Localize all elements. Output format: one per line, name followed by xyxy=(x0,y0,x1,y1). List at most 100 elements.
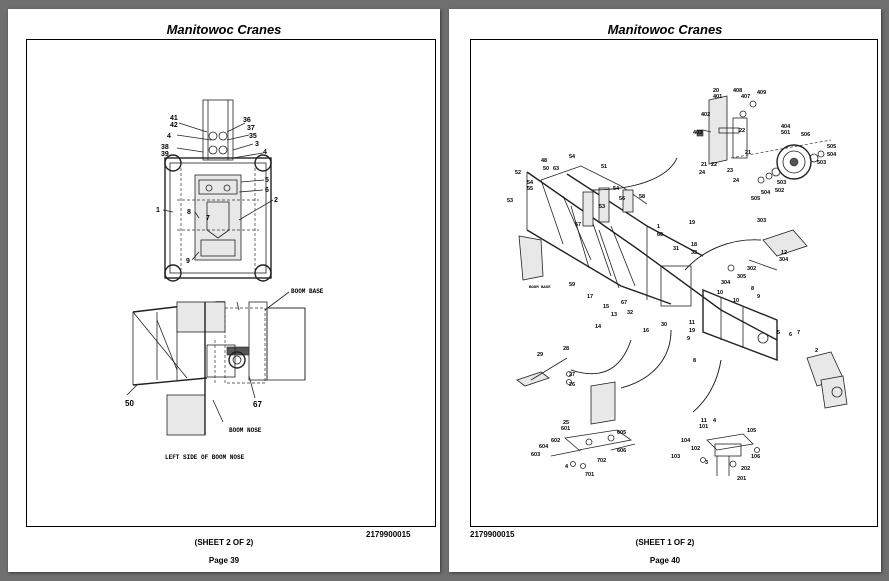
callout-label: 24 xyxy=(699,170,706,176)
callout-label: 24 xyxy=(733,178,740,184)
callout-label: 41 xyxy=(170,115,178,122)
callout-label: 48 xyxy=(541,158,547,164)
callout-label: 54 xyxy=(569,154,576,160)
callout-label: 12 xyxy=(781,250,787,256)
boom-base-tag: BOOM BASE xyxy=(529,286,551,290)
document-number: 2179900015 xyxy=(366,530,411,539)
callout-label: 606 xyxy=(617,448,626,454)
lower-subassemblies xyxy=(516,357,760,476)
document-number: 2179900015 xyxy=(470,530,515,539)
callout-label: 6 xyxy=(789,332,792,338)
callout-label: 35 xyxy=(249,133,257,140)
lower-left-callouts: 29 28 27 26 25 601 605 602 606 604 603 7… xyxy=(531,346,626,478)
callout-label: 101 xyxy=(699,424,708,430)
callout-label: 106 xyxy=(751,454,760,460)
callout-label: 9 xyxy=(186,258,190,265)
callout-label: 33 xyxy=(691,250,697,256)
diagram-frame: 20 401 408 407 409 402 22 403 22 21 21 2… xyxy=(470,39,878,527)
callout-label: 2 xyxy=(815,348,818,354)
callout-label: 701 xyxy=(585,472,594,478)
callout-label: 16 xyxy=(643,328,649,334)
callout-label: 9 xyxy=(687,336,690,342)
callout-label: 404 xyxy=(781,124,791,130)
callout-label: 305 xyxy=(737,274,746,280)
callout-label: 23 xyxy=(727,168,733,174)
callout-label: 29 xyxy=(537,352,543,358)
callout-label: 10 xyxy=(717,290,723,296)
assembly-arrows xyxy=(570,157,762,413)
callout-label: 603 xyxy=(531,452,540,458)
callout-label: 201 xyxy=(737,476,746,482)
callout-label: 13 xyxy=(611,312,617,318)
callout-label: 304 xyxy=(779,257,789,263)
callout-label: 31 xyxy=(673,246,679,252)
boom-top-view xyxy=(164,99,272,282)
callout-label: 15 xyxy=(603,304,609,310)
diagram-caption: LEFT SIDE OF BOOM NOSE xyxy=(165,454,245,461)
callout-label: 28 xyxy=(563,346,569,352)
callout-label: 407 xyxy=(741,94,750,100)
callout-label: 52 xyxy=(515,170,521,176)
document-page-right: Manitowoc Cranes xyxy=(449,9,881,572)
callout-label: 57 xyxy=(575,222,581,228)
boom-side-view xyxy=(126,291,306,436)
boom-truss xyxy=(518,165,848,409)
callout-label: 8 xyxy=(693,358,696,364)
callout-label: 408 xyxy=(733,88,742,94)
lower-right-callouts: 11 101 4 105 104 102 106 103 3 201 202 xyxy=(671,418,760,482)
callout-label: 202 xyxy=(741,466,750,472)
document-page-left: Manitowoc Cranes xyxy=(8,9,440,572)
callout-label: 702 xyxy=(597,458,606,464)
boom-base-label: BOOM BASE xyxy=(291,288,324,295)
callout-label: 1 xyxy=(657,224,660,230)
boom-nose-label: BOOM NOSE xyxy=(229,427,262,434)
callout-label: 67 xyxy=(621,300,627,306)
callout-label: 503 xyxy=(777,180,786,186)
callout-label: 5 xyxy=(777,330,780,336)
callout-label: 17 xyxy=(587,294,593,300)
callout-label: 304 xyxy=(721,280,731,286)
boom-callouts: 54 52 53 54 55 48 50 51 63 54 56 53 57 5… xyxy=(507,154,818,364)
callout-label: 403 xyxy=(693,130,702,136)
callout-label: 19 xyxy=(689,328,695,334)
callout-label: 26 xyxy=(569,382,575,388)
sheet-label: (SHEET 1 OF 2) xyxy=(635,538,695,547)
callout-label: 32 xyxy=(627,310,633,316)
callout-label: 14 xyxy=(595,324,602,330)
callout-label: 502 xyxy=(775,188,784,194)
callout-label: 21 xyxy=(745,150,751,156)
callout-label: 102 xyxy=(691,446,700,452)
callout-label: 50 xyxy=(125,399,134,408)
callout-label: 605 xyxy=(617,430,626,436)
callout-label: 22 xyxy=(711,162,717,168)
callout-label: 503 xyxy=(817,160,826,166)
callout-label: 402 xyxy=(701,112,710,118)
callout-label: 60 xyxy=(657,232,663,238)
callout-label: 63 xyxy=(553,166,559,172)
callout-label: 504 xyxy=(761,190,771,196)
callout-label: 54 xyxy=(527,180,534,186)
callout-label: 505 xyxy=(751,196,760,202)
callout-label: 19 xyxy=(689,220,695,226)
callout-label: 54 xyxy=(613,186,620,192)
callout-label: 302 xyxy=(747,266,756,272)
callout-label: 56 xyxy=(619,196,625,202)
callout-label: 11 xyxy=(689,320,695,326)
callout-label: 51 xyxy=(601,164,607,170)
callout-label: 50 xyxy=(543,166,549,172)
callout-label: 5 xyxy=(265,177,269,184)
callout-label: 7 xyxy=(206,215,210,222)
callout-label: 25 xyxy=(563,420,569,426)
sheave-assembly xyxy=(696,95,832,184)
callout-label: 506 xyxy=(801,132,810,138)
callout-label: 4 xyxy=(713,418,717,424)
side-view-callouts: BOOM BASE 50 67 BOOM NOSE LEFT SIDE OF B… xyxy=(125,288,324,461)
callout-label: 38 xyxy=(161,144,169,151)
diagram-frame: 41 42 4 38 39 36 37 35 3 4 5 6 1 8 7 2 9 xyxy=(26,39,436,527)
callout-label: 53 xyxy=(599,204,605,210)
callout-label: 30 xyxy=(661,322,667,328)
page-header: Manitowoc Cranes xyxy=(607,22,723,37)
callout-label: 27 xyxy=(569,372,575,378)
callout-label: 59 xyxy=(569,282,575,288)
callout-label: 2 xyxy=(274,197,278,204)
